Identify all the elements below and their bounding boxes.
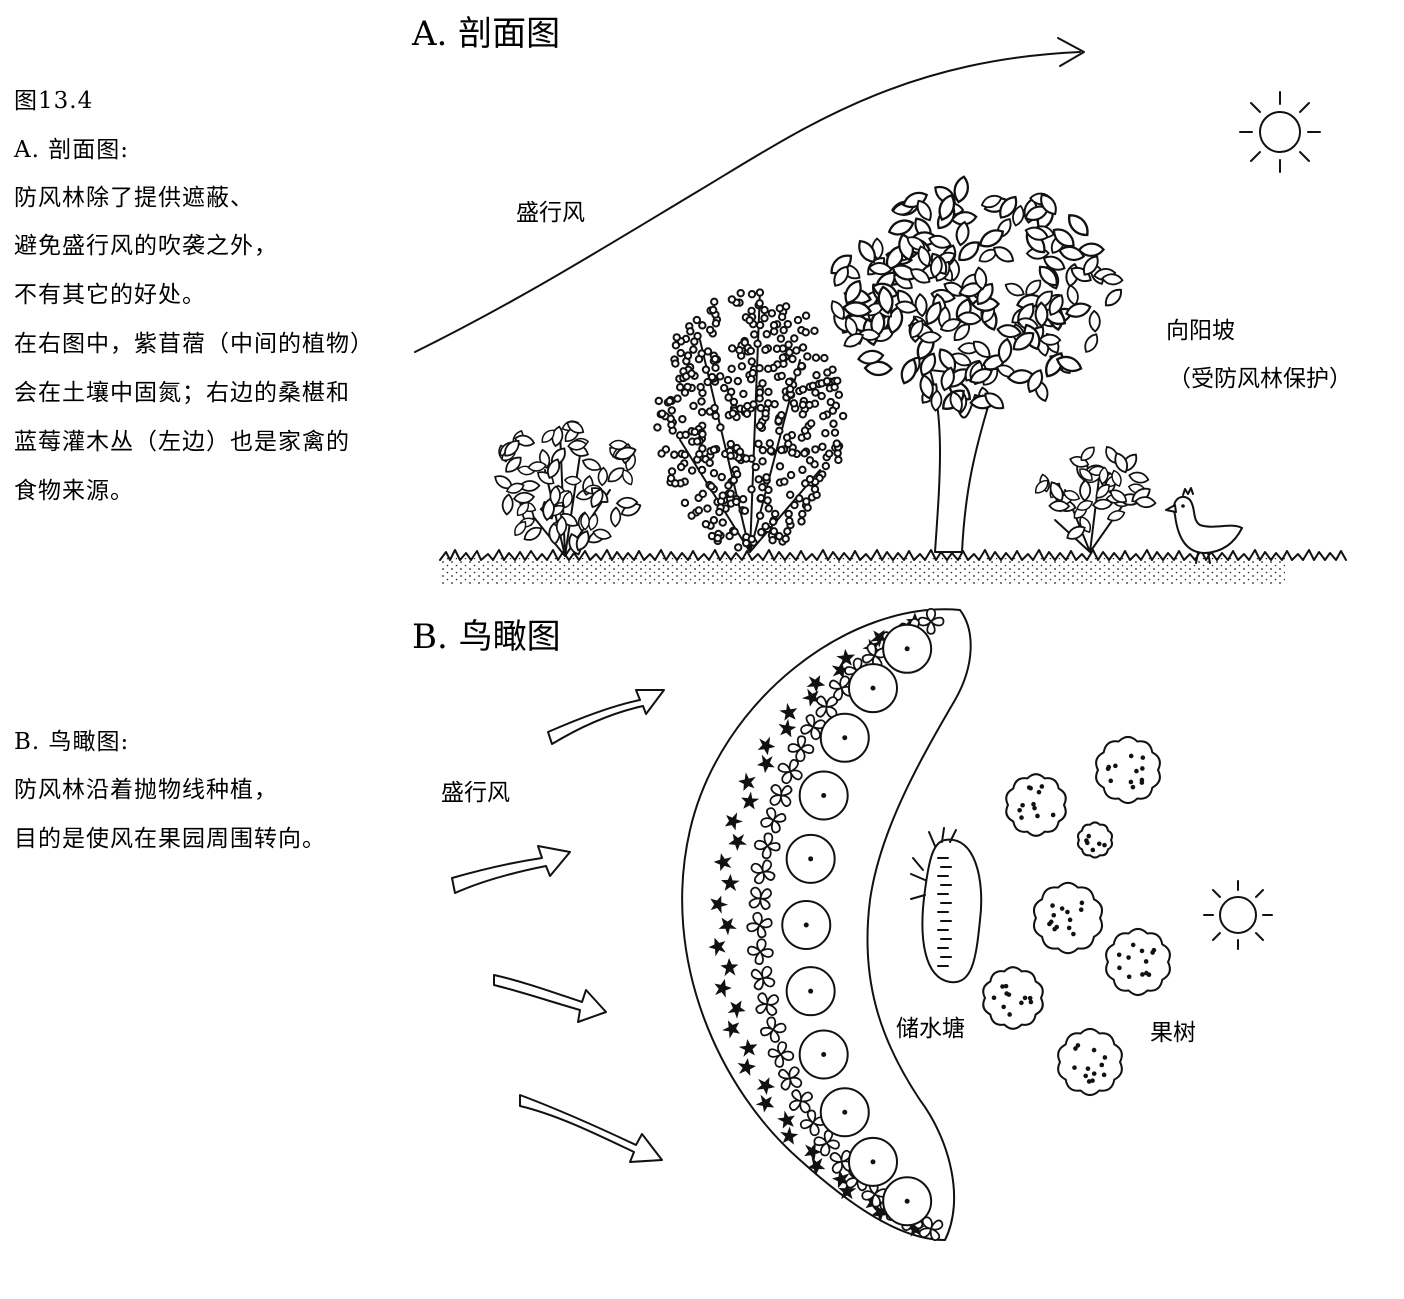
wind-arrow-icon — [414, 37, 1085, 353]
shrub-icon — [1031, 443, 1157, 553]
wind-arrow-icon — [547, 689, 665, 745]
section-b-heading: B. 鸟瞰图 — [412, 617, 561, 657]
caption-a-line: 避免盛行风的吹袭之外， — [14, 233, 278, 259]
fruit-tree-icon — [1095, 735, 1161, 805]
caption-a-line: 会在土壤中固氮；右边的桑椹和 — [14, 380, 350, 406]
chicken-icon — [1165, 487, 1243, 564]
pond-label: 储水塘 — [896, 1016, 965, 1042]
fruit-tree-icon — [1057, 1027, 1123, 1097]
wind-arrow-icon — [451, 845, 571, 894]
wind-arrow-icon — [519, 1094, 663, 1163]
caption-a-line: 不有其它的好处。 — [14, 282, 206, 308]
caption-a-title: A. 剖面图: — [13, 137, 129, 163]
tree-icon — [826, 174, 1126, 553]
fruit-tree-icon — [1077, 821, 1113, 859]
caption-b-title: B. 鸟瞰图: — [14, 729, 129, 755]
slope-note: （受防风林保护） — [1168, 366, 1352, 392]
caption-a-line: 防风林除了提供遮蔽、 — [14, 185, 254, 211]
windbreak-crescent — [681, 607, 972, 1247]
orchard — [982, 735, 1171, 1097]
fruit-tree-icon — [1105, 927, 1171, 997]
fruit-tree-icon — [1033, 881, 1103, 955]
wind-label-a: 盛行风 — [516, 200, 585, 226]
caption-a-line: 蓝莓灌木丛（左边）也是家禽的 — [14, 429, 350, 455]
slope-label: 向阳坡 — [1166, 318, 1235, 344]
caption-a-line: 食物来源。 — [14, 478, 134, 504]
shrub-icon — [491, 417, 644, 558]
caption-a-line: 在右图中，紫苜蓿（中间的植物） — [14, 331, 374, 357]
caption-b-line: 目的是使风在果园周围转向。 — [14, 826, 326, 852]
wind-arrow-icon — [493, 974, 607, 1023]
fruit-tree-icon — [982, 966, 1044, 1030]
wind-label-b: 盛行风 — [441, 780, 510, 806]
ground — [439, 549, 1347, 584]
sun-icon — [1203, 880, 1273, 950]
sun-icon — [1239, 91, 1321, 173]
alfalfa-plant-icon — [653, 288, 848, 553]
orchard-label: 果树 — [1150, 1020, 1196, 1046]
fruit-tree-icon — [1005, 773, 1067, 837]
caption-b-line: 防风林沿着抛物线种植， — [14, 777, 278, 803]
pond-icon — [910, 827, 983, 984]
section-a-heading: A. 剖面图 — [411, 14, 560, 54]
figure-label: 图13.4 — [14, 88, 93, 114]
